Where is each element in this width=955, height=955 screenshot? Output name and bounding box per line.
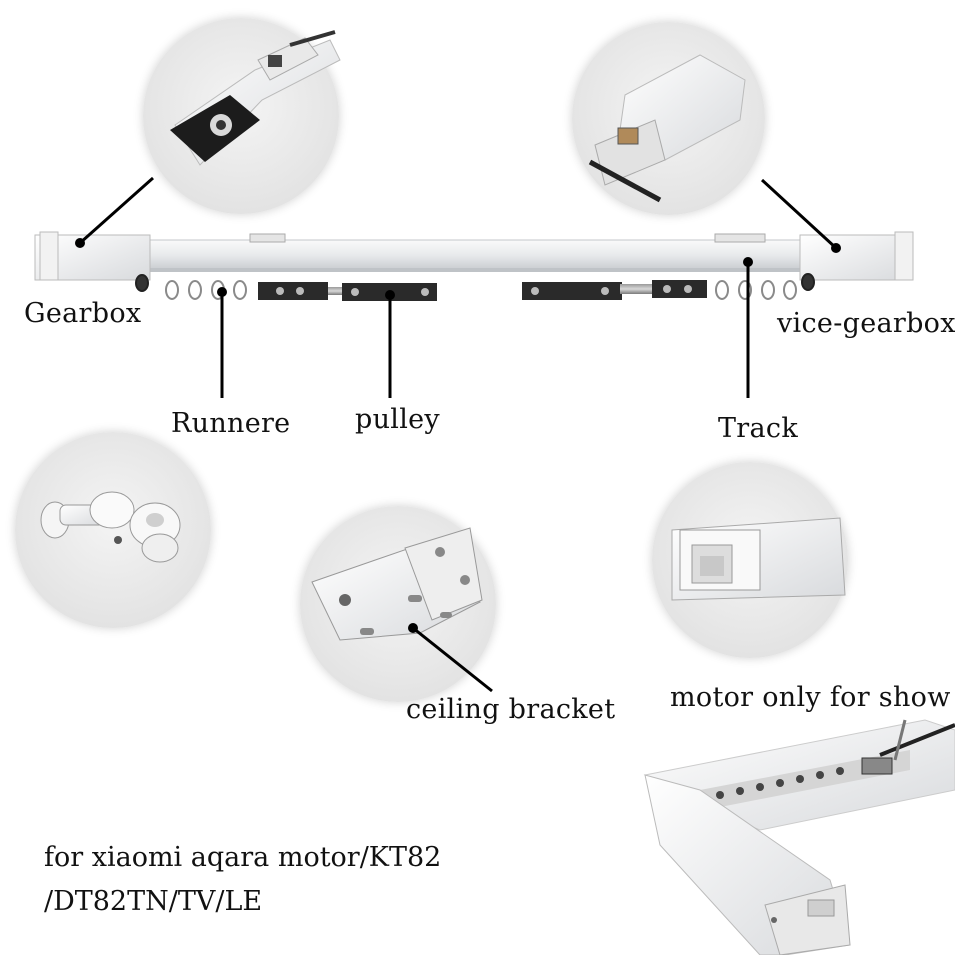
track-detail-image [671, 517, 846, 601]
vice-gearbox-detail-image [588, 54, 746, 203]
runner-detail-image [40, 491, 181, 563]
leader-dots [75, 238, 841, 633]
label-runnere: Runnere [171, 408, 291, 439]
label-gearbox: Gearbox [24, 298, 142, 329]
label-pulley: pulley [355, 404, 440, 435]
gearbox-detail-image [170, 30, 341, 166]
motor-image [643, 719, 955, 955]
label-ceiling-bracket: ceiling bracket [406, 694, 616, 725]
caption-line-1: for xiaomi aqara motor/KT82 [44, 842, 442, 873]
label-motor-only-for-show: motor only for show [670, 682, 951, 713]
label-vice-gearbox: vice-gearbox [777, 308, 955, 339]
ceiling-bracket-detail-image [311, 527, 483, 641]
leader-lines [79, 176, 838, 693]
main-track-image [34, 231, 914, 301]
label-track: Track [718, 413, 798, 444]
compatibility-caption: for xiaomi aqara motor/KT82 /DT82TN/TV/L… [44, 836, 441, 924]
caption-line-2: /DT82TN/TV/LE [44, 886, 263, 917]
